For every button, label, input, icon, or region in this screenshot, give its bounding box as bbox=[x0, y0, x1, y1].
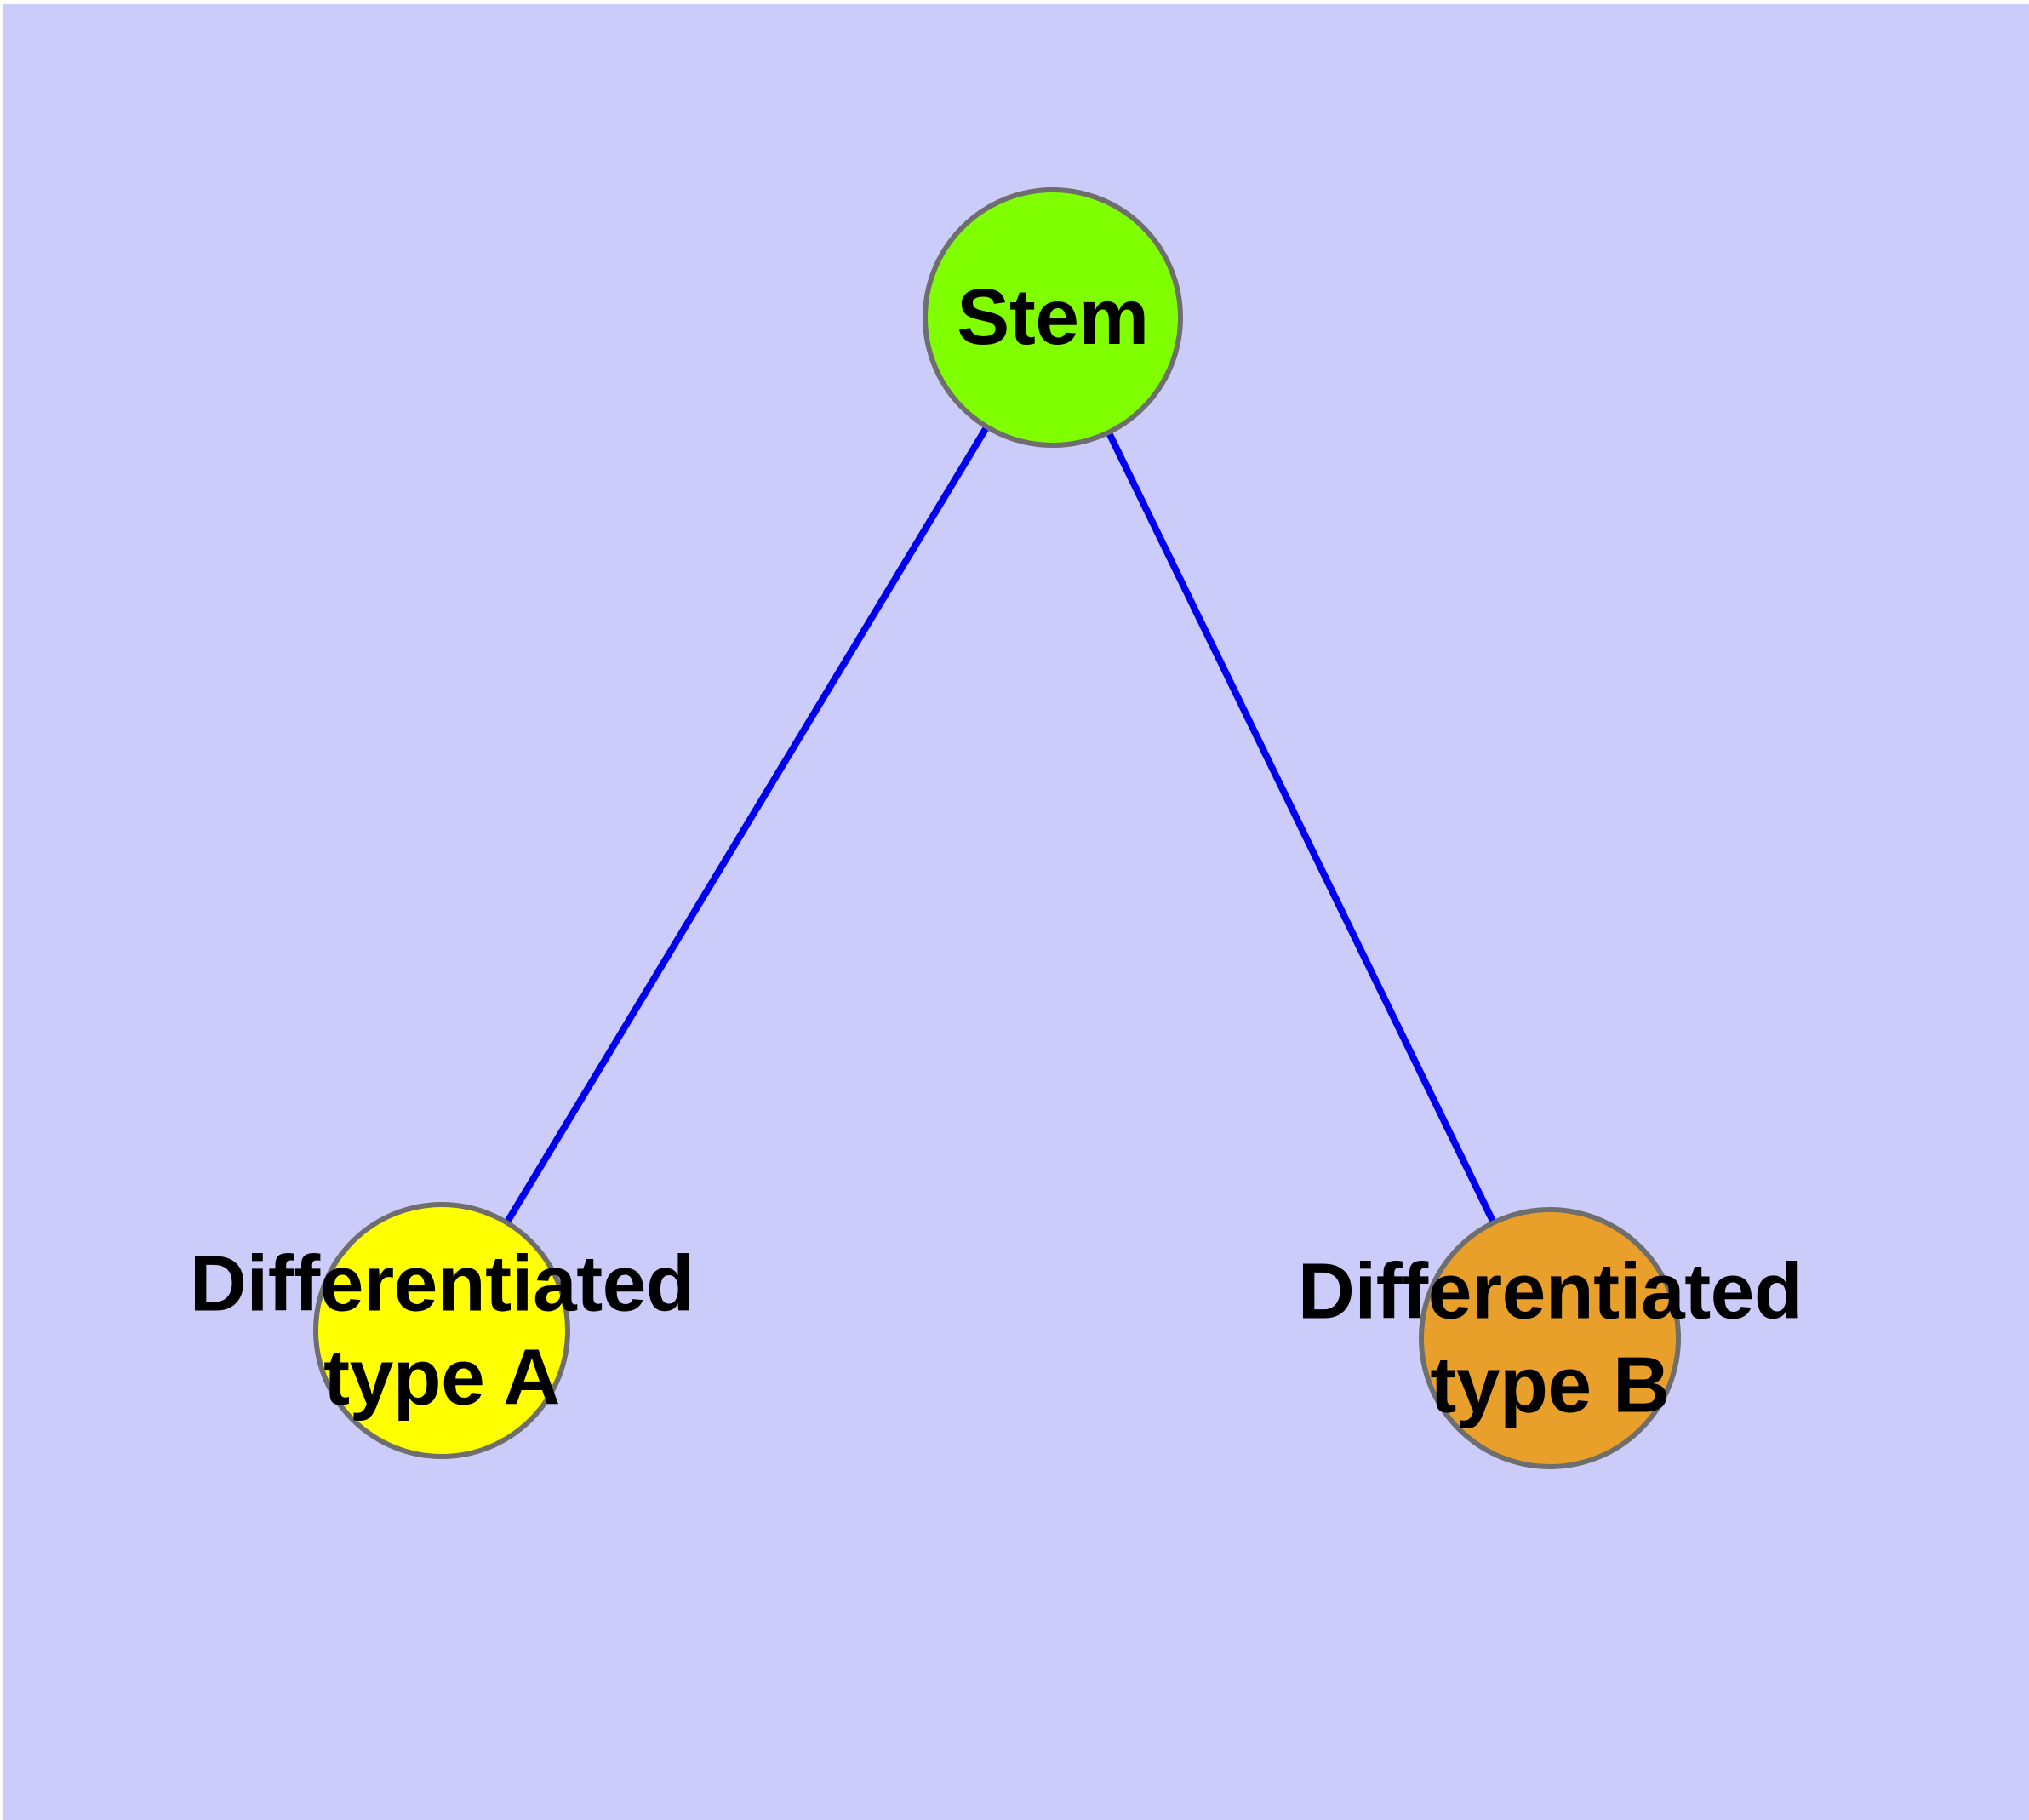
graph-node-stem[interactable] bbox=[923, 187, 1183, 448]
graph-edge[interactable] bbox=[504, 426, 990, 1224]
edge-layer bbox=[504, 426, 1497, 1224]
graph-node-diff_b[interactable] bbox=[1419, 1207, 1681, 1469]
graph-node-diff_a[interactable] bbox=[313, 1202, 570, 1459]
node-layer bbox=[313, 187, 1681, 1469]
graph-edge[interactable] bbox=[1106, 432, 1497, 1224]
